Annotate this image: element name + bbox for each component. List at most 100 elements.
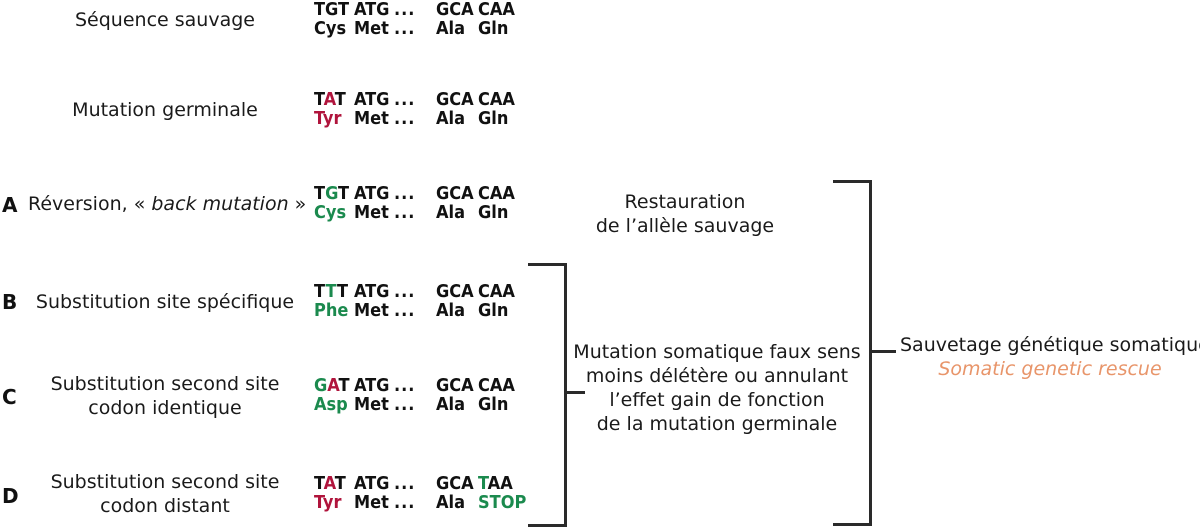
codon-row: TGT ATG ... GCA CAA <box>314 184 544 203</box>
row-label-text: Séquence sauvage <box>75 9 255 31</box>
somatic-bracket-tick <box>567 391 585 394</box>
ellipsis: ... <box>394 281 416 302</box>
somatic-missense-line: moins délétère ou annulant <box>585 365 849 387</box>
codon-substituted: TTT <box>314 282 354 301</box>
codon: CAA <box>478 183 515 204</box>
codon: ATG <box>354 183 390 204</box>
codon-base: T <box>338 375 350 396</box>
amino-acid-row: Tyr Met ... Ala STOP <box>314 493 544 512</box>
rescue-label: Sauvetage génétique somatique Somatic ge… <box>900 333 1200 381</box>
mutated-base: A <box>323 473 335 494</box>
codon: ATG <box>354 89 390 110</box>
amino-acid: Gln <box>478 202 509 223</box>
codon-restored: TGT <box>314 184 354 203</box>
ellipsis: ... <box>394 108 416 129</box>
row-letter-b: B <box>2 290 18 314</box>
codon: ATG <box>354 0 390 20</box>
amino-acid-row: Cys Met ... Ala Gln <box>314 19 544 38</box>
amino-acid-mutated: Tyr <box>314 108 342 129</box>
codon: GCA <box>436 375 474 396</box>
amino-acid-row: Asp Met ... Ala Gln <box>314 395 544 414</box>
row-letter-c: C <box>2 385 17 409</box>
codon-base: T <box>314 183 326 204</box>
ellipsis: ... <box>394 18 416 39</box>
codon-stop: TAA <box>478 474 520 493</box>
codon-row: TGT ATG ... GCA CAA <box>314 0 544 19</box>
amino-acid: Ala <box>436 300 466 321</box>
sequence-wild-type: TGT ATG ... GCA CAA Cys Met ... Ala Gln <box>314 0 544 38</box>
amino-acid: Met <box>354 300 389 321</box>
ellipsis: ... <box>394 0 416 20</box>
codon: CAA <box>478 0 515 20</box>
row-letter-a: A <box>2 193 18 217</box>
codon-substituted: GAT <box>314 376 354 395</box>
rescue-bracket-tick <box>872 350 896 353</box>
rescue-bracket <box>833 180 872 526</box>
codon: GCA <box>436 183 474 204</box>
ellipsis: ... <box>394 473 416 494</box>
codon: CAA <box>478 375 515 396</box>
row-label-line: codon distant <box>100 495 230 517</box>
ellipsis: ... <box>394 202 416 223</box>
row-label-italic: back mutation <box>151 193 289 215</box>
somatic-missense-label: Mutation somatique faux sens moins délét… <box>572 340 862 436</box>
rescue-label-fr: Sauvetage génétique somatique <box>900 334 1200 356</box>
codon: GCA <box>436 0 474 20</box>
codon: CAA <box>478 281 515 302</box>
amino-acid: Ala <box>436 108 466 129</box>
ellipsis: ... <box>394 375 416 396</box>
amino-acid-row: Phe Met ... Ala Gln <box>314 301 544 320</box>
row-label-site-specific: Substitution site spécifique <box>30 290 300 314</box>
amino-acid-substituted: Asp <box>314 394 348 415</box>
sequence-reversion: TGT ATG ... GCA CAA Cys Met ... Ala Gln <box>314 184 544 222</box>
row-label-text: Réversion, « <box>28 193 152 215</box>
ellipsis: ... <box>394 183 416 204</box>
codon: ATG <box>354 281 390 302</box>
codon: ATG <box>354 473 390 494</box>
sequence-second-site-identical: GAT ATG ... GCA CAA Asp Met ... Ala Gln <box>314 376 544 414</box>
codon-row: GAT ATG ... GCA CAA <box>314 376 544 395</box>
ellipsis: ... <box>394 300 416 321</box>
sequence-site-specific: TTT ATG ... GCA CAA Phe Met ... Ala Gln <box>314 282 544 320</box>
codon: GCA <box>436 89 474 110</box>
amino-acid: Gln <box>478 108 509 129</box>
amino-acid-row: Tyr Met ... Ala Gln <box>314 109 544 128</box>
amino-acid: Met <box>354 108 389 129</box>
codon: TGT <box>314 0 350 20</box>
codon-base: T <box>314 89 324 110</box>
codon-mutated: TAT <box>314 90 354 109</box>
sequence-germline: TAT ATG ... GCA CAA Tyr Met ... Ala Gln <box>314 90 544 128</box>
row-letter-d: D <box>2 484 19 508</box>
row-label-text: Substitution site spécifique <box>35 291 295 313</box>
amino-acid: Gln <box>478 18 509 39</box>
row-label-text: Mutation germinale <box>72 99 258 121</box>
substituted-base: T <box>478 473 488 494</box>
ellipsis: ... <box>394 89 416 110</box>
mutated-base: A <box>323 89 335 110</box>
codon-row: TAT ATG ... GCA TAA <box>314 474 544 493</box>
row-label-text: » <box>288 193 307 215</box>
rescue-label-en: Somatic genetic rescue <box>938 358 1162 380</box>
amino-acid-row: Cys Met ... Ala Gln <box>314 203 544 222</box>
row-label-line: Substitution second site <box>50 373 280 395</box>
sequence-second-site-distant: TAT ATG ... GCA TAA Tyr Met ... Ala STOP <box>314 474 544 512</box>
ellipsis: ... <box>394 394 416 415</box>
row-label-second-site-identical: Substitution second site codon identique <box>30 372 300 420</box>
amino-acid-mutated: Tyr <box>314 492 342 513</box>
codon-base: T <box>334 89 346 110</box>
codon-base: T <box>334 473 346 494</box>
amino-acid: Ala <box>436 492 466 513</box>
row-label-reversion: Réversion, « back mutation » <box>28 192 306 216</box>
amino-acid: Ala <box>436 202 466 223</box>
somatic-bracket <box>528 263 567 527</box>
codon: GCA <box>436 473 474 494</box>
codon-row: TAT ATG ... GCA CAA <box>314 90 544 109</box>
amino-acid: Met <box>354 18 389 39</box>
amino-acid-restored: Cys <box>314 202 347 223</box>
codon-base: T <box>338 183 350 204</box>
restoration-line: de l’allèle sauvage <box>595 215 775 237</box>
substituted-base: T <box>325 281 337 302</box>
codon-base: T <box>314 281 326 302</box>
restoration-label: Restauration de l’allèle sauvage <box>570 190 800 238</box>
amino-acid: Gln <box>478 394 509 415</box>
